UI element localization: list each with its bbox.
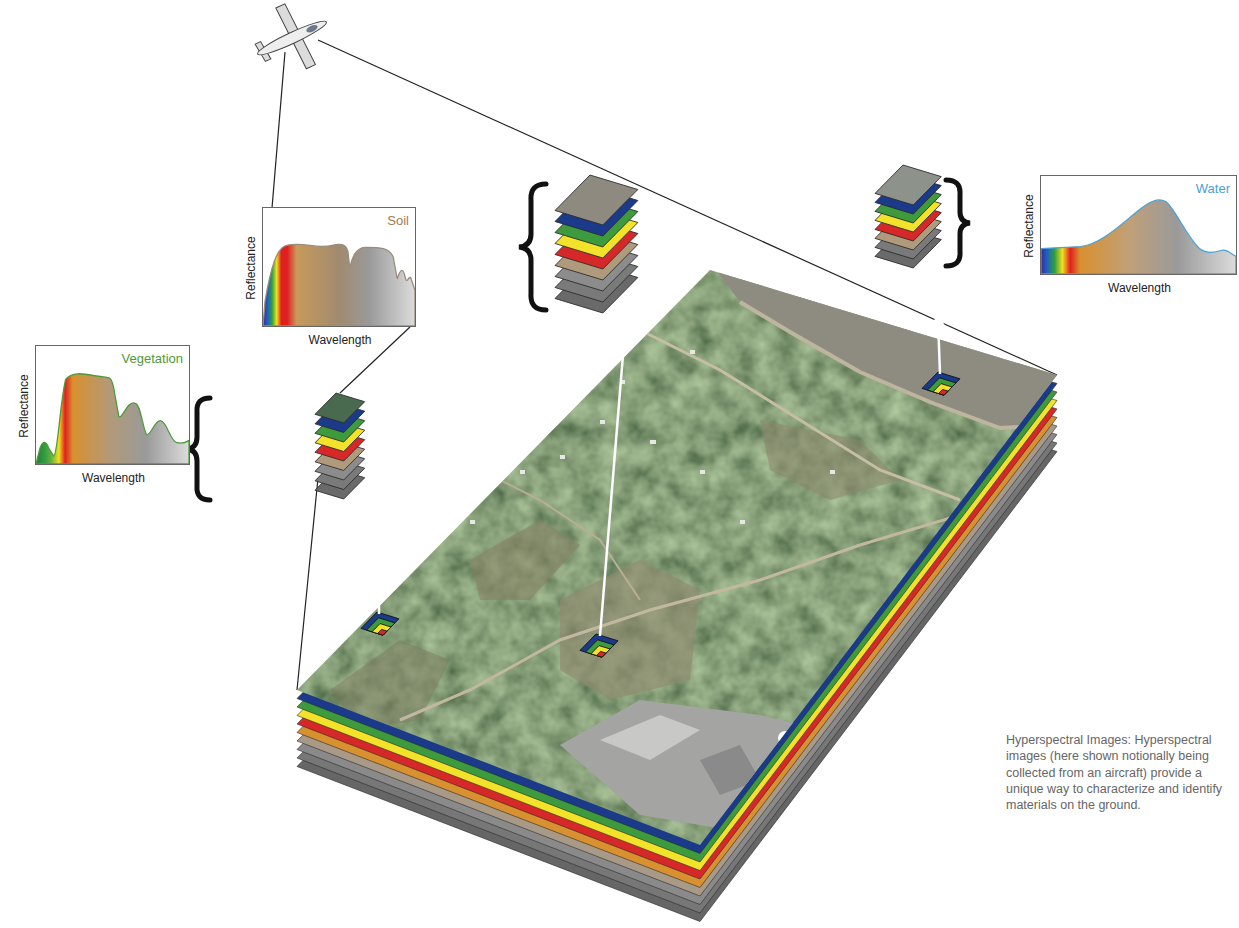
pixel-marker-part [361, 612, 399, 635]
sight-line-part [272, 52, 285, 208]
material-name: Vegetation [122, 351, 183, 366]
pixel-marker-part-part [928, 378, 957, 395]
brace-part [519, 184, 546, 310]
aerial-photo-part [470, 350, 835, 524]
axis-label-x: Wavelength [1108, 281, 1171, 295]
pixel-arrow-part [938, 320, 940, 374]
brace [187, 180, 970, 500]
aerial-photo-part [760, 420, 900, 500]
pixel-arrow [379, 318, 940, 636]
material-name: Soil [387, 213, 409, 228]
pixel-arrow-part [378, 516, 381, 614]
aerial-photo-part [826, 742, 880, 795]
aerial-photo-part [330, 640, 450, 730]
pixel-marker-part-part [922, 372, 960, 395]
aerial-photo-part-part [600, 420, 605, 424]
vegetation-stack-part-part [315, 393, 365, 423]
axis-label-y: Reflectance [243, 236, 257, 299]
aerial-photo-part [771, 748, 785, 762]
spectrum-area [36, 374, 189, 464]
aerial-photo-part [790, 758, 804, 772]
spectrum-chart: VegetationReflectanceWavelength [35, 345, 190, 465]
pixel-marker-part-part [361, 612, 399, 635]
pixel-marker-part [580, 634, 618, 657]
axis-label-x: Wavelength [82, 471, 145, 485]
aerial-photo-part [796, 740, 810, 754]
pixel-arrow-part [600, 318, 626, 636]
aerial-photo-part-part [740, 520, 745, 524]
aerial-photo-part-part [700, 470, 705, 474]
aerial-photo-part [560, 560, 700, 700]
material-name: Water [1196, 181, 1230, 196]
aerial-photo-part-part [830, 470, 835, 474]
pixel-marker [361, 372, 960, 657]
soil-stack [555, 175, 638, 313]
spectrum-area [1041, 200, 1236, 274]
pixel-marker-part-part [586, 640, 615, 657]
sight-line-part [297, 478, 318, 690]
water-stack [875, 165, 941, 268]
aerial-photo-part [290, 265, 1062, 850]
aircraft [243, 0, 341, 85]
pixel-marker-part [922, 372, 960, 395]
water-stack-part-part [875, 165, 941, 205]
soil-stack-part [555, 175, 638, 225]
aircraft-part [255, 17, 329, 59]
spectrum-chart: WaterReflectanceWavelength [1040, 175, 1237, 275]
pixel-marker-part-part [939, 389, 949, 395]
water-stack-part [875, 165, 941, 205]
aerial-photo-part [809, 754, 821, 766]
aerial-photo-part [470, 520, 580, 600]
aerial-photo-part [715, 268, 1060, 428]
pixel-marker-part-part [367, 618, 396, 635]
aerial-photo-part [778, 731, 792, 745]
aerial-photo-part-part [520, 470, 525, 474]
pixel-marker-part-part [378, 629, 388, 635]
axis-label-x: Wavelength [309, 333, 372, 347]
aerial-photo-part [560, 700, 885, 835]
axis-label-y: Reflectance [16, 374, 30, 437]
aerial-photo-part [480, 470, 640, 600]
aerial-photo-part-part [560, 455, 565, 459]
aerial-photo-part-part [690, 350, 695, 354]
aerial-photo-part-part [470, 520, 475, 524]
aerial-photo-part [740, 302, 1060, 428]
figure-caption: Hyperspectral Images: Hyperspectral imag… [1006, 732, 1232, 813]
spectrum-area [263, 244, 415, 326]
aerial-photo-part [600, 715, 700, 760]
aerial-photo-part [700, 745, 760, 795]
vegetation-stack [315, 393, 365, 499]
aerial-photo [290, 265, 1062, 850]
vegetation-stack-part [315, 393, 365, 423]
aerial-photo-part [400, 515, 960, 720]
pixel-marker-part-part [372, 624, 391, 636]
pixel-marker-part-part [933, 384, 952, 396]
brace-part [187, 398, 210, 500]
soil-stack-part-part [555, 175, 638, 225]
aerial-photo-part [640, 330, 960, 500]
pixel-marker-part-part [597, 651, 607, 657]
brace-part [946, 180, 970, 266]
aerial-photo-part-part [650, 440, 656, 444]
aircraft-part [305, 23, 318, 34]
spectrum-chart: SoilReflectanceWavelength [262, 207, 416, 327]
axis-label-y: Reflectance [1021, 194, 1035, 257]
pixel-marker-part-part [591, 646, 610, 658]
pixel-marker-part-part [580, 634, 618, 657]
